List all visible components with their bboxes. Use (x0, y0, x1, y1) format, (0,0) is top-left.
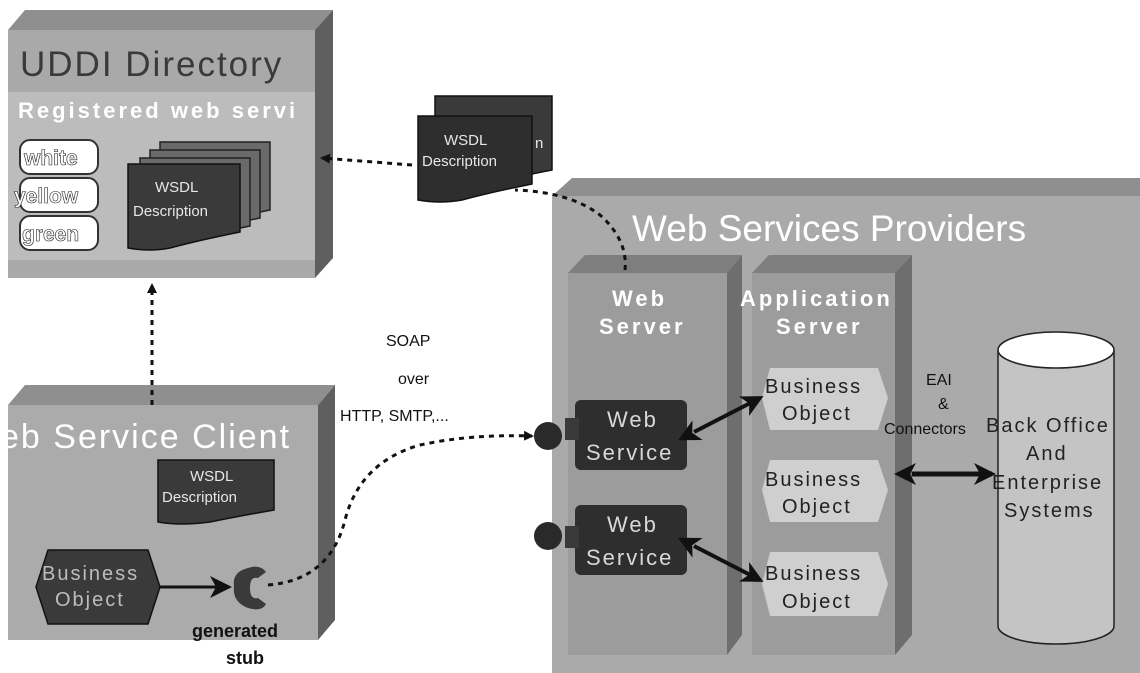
stub-label-line1: generated (192, 621, 278, 641)
web-service-client-box: eb Service Client WSDL Description Busin… (0, 385, 335, 640)
uddi-subtitle: Registered web servi (18, 98, 298, 123)
uddi-pages-stack: white yellow green (14, 139, 99, 251)
app-business-object-3: Business Object (762, 552, 888, 616)
uddi-title: UDDI Directory (20, 45, 283, 84)
client-title: eb Service Client (0, 418, 291, 456)
backoffice-line4: Systems (1004, 500, 1095, 522)
stub-label-line2: stub (226, 648, 264, 668)
soap-call-arrow (267, 430, 534, 587)
web-services-providers-box: Web Services Providers Web Server Applic… (534, 178, 1140, 673)
client-wsdl-line2: Description (162, 489, 237, 506)
green-pages-label: green (22, 223, 79, 246)
eai-line2: & (938, 396, 949, 413)
app-server-line2: Server (776, 314, 863, 339)
client-bo-line1: Business (42, 563, 139, 585)
floating-wsdl-behind: n (535, 135, 543, 152)
ws1-line2: Service (586, 440, 673, 465)
ws2-line1: Web (607, 512, 658, 537)
app-bo3-line2: Object (782, 591, 852, 613)
web-service-2: Web Service (534, 505, 687, 575)
app-business-object-2: Business Object (762, 460, 888, 522)
app-server-line1: Application (740, 286, 893, 311)
web-server-to-wsdl-line (514, 188, 627, 271)
app-bo1-line1: Business (765, 376, 862, 398)
backoffice-line2: And (1026, 443, 1068, 465)
client-wsdl-line1: WSDL (190, 468, 233, 485)
backoffice-line1: Back Office (986, 415, 1110, 437)
floating-wsdl-line1: WSDL (444, 132, 487, 149)
client-wsdl-document (157, 459, 275, 525)
app-bo3-line1: Business (765, 563, 862, 585)
soap-line2: over (398, 371, 430, 388)
app-bo2-line1: Business (765, 469, 862, 491)
publish-arrow (320, 153, 413, 167)
soap-label: SOAP over HTTP, SMTP,... (340, 333, 449, 425)
web-server-line1: Web (612, 286, 667, 311)
floating-wsdl-line2: Description (422, 153, 497, 170)
eai-line3: Connectors (884, 421, 966, 438)
ws2-bo3-double-arrow (677, 537, 764, 582)
ws1-bo1-double-arrow (677, 396, 764, 441)
uddi-wsdl-stack: WSDL Description (127, 141, 271, 251)
ws1-line1: Web (607, 407, 658, 432)
ws2-line2: Service (586, 545, 673, 570)
backoffice-line3: Enterprise (992, 472, 1103, 494)
client-bo-line2: Object (55, 589, 125, 611)
uddi-wsdl-line1: WSDL (155, 179, 198, 196)
soap-line1: SOAP (386, 333, 430, 350)
app-bo2-line2: Object (782, 496, 852, 518)
generated-stub-icon (233, 566, 266, 610)
app-bo1-line2: Object (782, 403, 852, 425)
soap-line3: HTTP, SMTP,... (340, 408, 449, 425)
uddi-wsdl-line2: Description (133, 203, 208, 220)
client-business-object (35, 549, 161, 625)
back-office-cylinder: Back Office And Enterprise Systems (986, 331, 1115, 645)
web-service-1: Web Service (534, 400, 687, 470)
floating-wsdl-document: n WSDL Description (417, 95, 553, 203)
white-pages-label: white (23, 147, 78, 170)
eai-line1: EAI (926, 372, 952, 389)
yellow-pages-label: yellow (14, 185, 79, 208)
uddi-directory-box: UDDI Directory Registered web servi whit… (8, 10, 333, 278)
providers-title: Web Services Providers (632, 208, 1026, 249)
web-server-line2: Server (599, 314, 686, 339)
app-business-object-1: Business Object (762, 368, 888, 430)
